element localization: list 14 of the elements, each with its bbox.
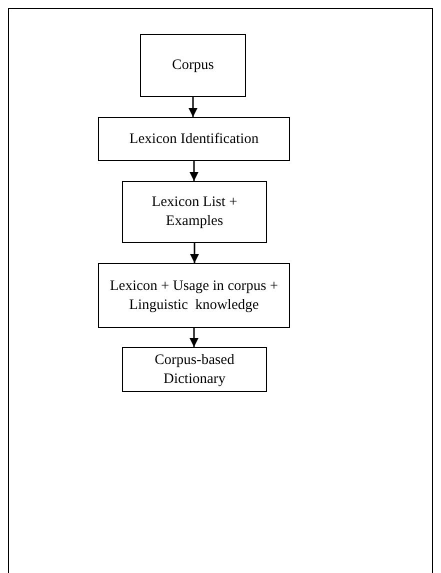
box-label: Corpus-based Dictionary [154, 350, 236, 388]
box-label: Lexicon + Usage in corpus + Linguistic knowledge [108, 276, 280, 314]
box-label: Lexicon List + Examples [150, 193, 238, 231]
arrow [188, 97, 198, 117]
process-box [122, 347, 267, 392]
arrow [190, 161, 198, 181]
arrow [190, 243, 199, 263]
process-box [98, 117, 290, 161]
process-box [98, 263, 290, 328]
arrow [190, 328, 198, 347]
process-box [122, 181, 267, 243]
box-label: Corpus [172, 56, 214, 75]
process-box [140, 34, 246, 97]
box-label: Lexicon Identification [129, 130, 259, 148]
